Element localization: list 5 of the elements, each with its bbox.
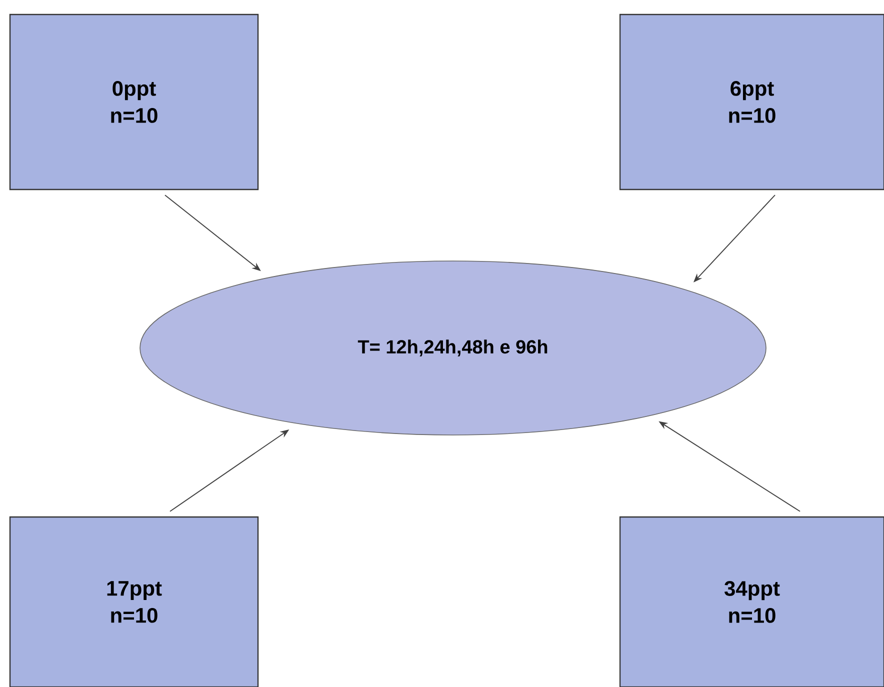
box-node: 0ppt n=10 — [9, 14, 259, 190]
ellipse-node: T= 12h,24h,48h e 96h — [140, 260, 766, 436]
box-node: 17ppt n=10 — [9, 516, 259, 687]
box-node: 34ppt n=10 — [619, 516, 884, 687]
box-node: 6ppt n=10 — [619, 14, 884, 190]
